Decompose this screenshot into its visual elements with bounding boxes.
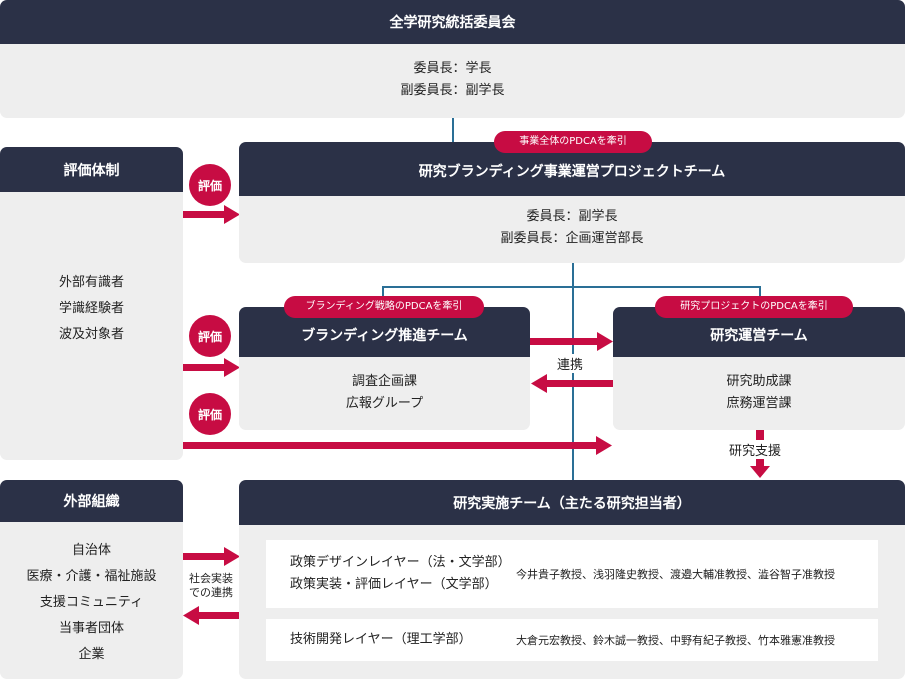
layer-policy-name-1: 政策デザインレイヤー（法・文学部）	[290, 555, 511, 570]
committee-body: 委員長：学長 副委員長：副学長	[0, 44, 905, 102]
renkei-right-shaft	[530, 338, 598, 345]
support-arrow-stub	[756, 430, 764, 440]
renkei-label: 連携	[555, 354, 586, 373]
project-vice-chair: 副委員長：企画運営部長	[500, 231, 644, 246]
project-team-box: 研究ブランディング事業運営プロジェクトチーム 委員長：副学長 副委員長：企画運営…	[239, 142, 905, 263]
project-pdca-badge: 事業全体のPDCAを牽引	[494, 131, 652, 153]
branding-team-body: 調査企画課 広報グループ	[239, 357, 530, 415]
committee-chair: 委員長：学長	[413, 61, 492, 76]
research-team-title: 研究実施チーム（主たる研究担当者）	[239, 480, 905, 525]
external-item: 自治体	[71, 543, 111, 558]
ops-member: 庶務運営課	[726, 396, 792, 411]
evaluation-item: 学識経験者	[58, 301, 124, 316]
external-box: 外部組織 自治体 医療・介護・福祉施設 支援コミュニティ 当事者団体 企業	[0, 480, 183, 679]
renkei-left-shaft	[546, 380, 613, 387]
external-item: 企業	[78, 647, 105, 662]
committee-title: 全学研究統括委員会	[0, 0, 905, 44]
social-left-shaft	[198, 612, 240, 619]
renkei-right-head	[597, 332, 613, 351]
layer-tech-members: 大倉元宏教授、鈴木誠一教授、中野有紀子教授、竹本雅憲准教授	[516, 634, 835, 647]
project-chair: 委員長：副学長	[526, 209, 618, 224]
eval-arrow-1-shaft	[183, 211, 225, 218]
evaluation-item: 外部有識者	[58, 275, 124, 290]
eval-arrow-3-shaft	[183, 442, 597, 449]
social-label-line-1: 社会実装	[189, 572, 233, 585]
ops-pdca-badge: 研究プロジェクトのPDCAを牽引	[655, 296, 853, 318]
project-team-title: 研究ブランディング事業運営プロジェクトチーム	[239, 142, 905, 196]
eval-arrow-2-shaft	[183, 364, 225, 371]
committee-vice-chair: 副委員長：副学長	[400, 83, 505, 98]
support-arrow-shaft	[756, 459, 764, 468]
evaluation-body: 外部有識者 学識経験者 波及対象者	[0, 192, 183, 348]
ops-member: 研究助成課	[726, 374, 792, 389]
evaluation-badge-1: 評価	[189, 164, 231, 206]
evaluation-badge-3: 評価	[189, 393, 231, 435]
external-title: 外部組織	[0, 480, 183, 522]
social-right-head	[224, 547, 240, 566]
external-item: 当事者団体	[58, 621, 124, 636]
evaluation-badge-2: 評価	[189, 315, 231, 357]
eval-arrow-3-head	[596, 436, 612, 455]
social-label-line-2: での連携	[189, 586, 233, 599]
layer-policy-members: 今井貴子教授、浅羽隆史教授、渡邉大輔准教授、澁谷智子准教授	[516, 568, 835, 581]
external-body: 自治体 医療・介護・福祉施設 支援コミュニティ 当事者団体 企業	[0, 522, 183, 668]
social-implementation-label: 社会実装 での連携	[184, 572, 238, 600]
evaluation-title: 評価体制	[0, 147, 183, 192]
ops-team-box: 研究運営チーム 研究助成課 庶務運営課	[613, 307, 905, 430]
social-left-head	[183, 606, 199, 625]
research-support-label: 研究支援	[729, 444, 782, 459]
layer-policy: 政策デザインレイヤー（法・文学部） 政策実装・評価レイヤー（文学部） 今井貴子教…	[266, 540, 878, 608]
branding-member: 調査企画課	[351, 374, 417, 389]
external-item: 支援コミュニティ	[39, 595, 144, 610]
committee-box: 全学研究統括委員会 委員長：学長 副委員長：副学長	[0, 0, 905, 118]
project-team-body: 委員長：副学長 副委員長：企画運営部長	[239, 196, 905, 250]
evaluation-box: 評価体制 外部有識者 学識経験者 波及対象者	[0, 147, 183, 460]
layer-tech-name: 技術開発レイヤー（理工学部）	[290, 632, 472, 647]
support-arrow-head	[750, 466, 770, 478]
evaluation-item: 波及対象者	[58, 327, 124, 342]
ops-team-body: 研究助成課 庶務運営課	[613, 357, 905, 415]
layer-policy-name-2: 政策実装・評価レイヤー（文学部）	[290, 577, 498, 592]
branding-pdca-badge: ブランディング戦略のPDCAを牽引	[284, 296, 484, 318]
layer-tech: 技術開発レイヤー（理工学部） 大倉元宏教授、鈴木誠一教授、中野有紀子教授、竹本雅…	[266, 619, 878, 661]
branding-team-box: ブランディング推進チーム 調査企画課 広報グループ	[239, 307, 530, 430]
eval-arrow-1-head	[224, 205, 240, 224]
branding-member: 広報グループ	[345, 396, 424, 411]
renkei-left-head	[531, 374, 547, 393]
external-item: 医療・介護・福祉施設	[26, 569, 157, 584]
eval-arrow-2-head	[224, 358, 240, 377]
social-right-shaft	[183, 553, 225, 560]
